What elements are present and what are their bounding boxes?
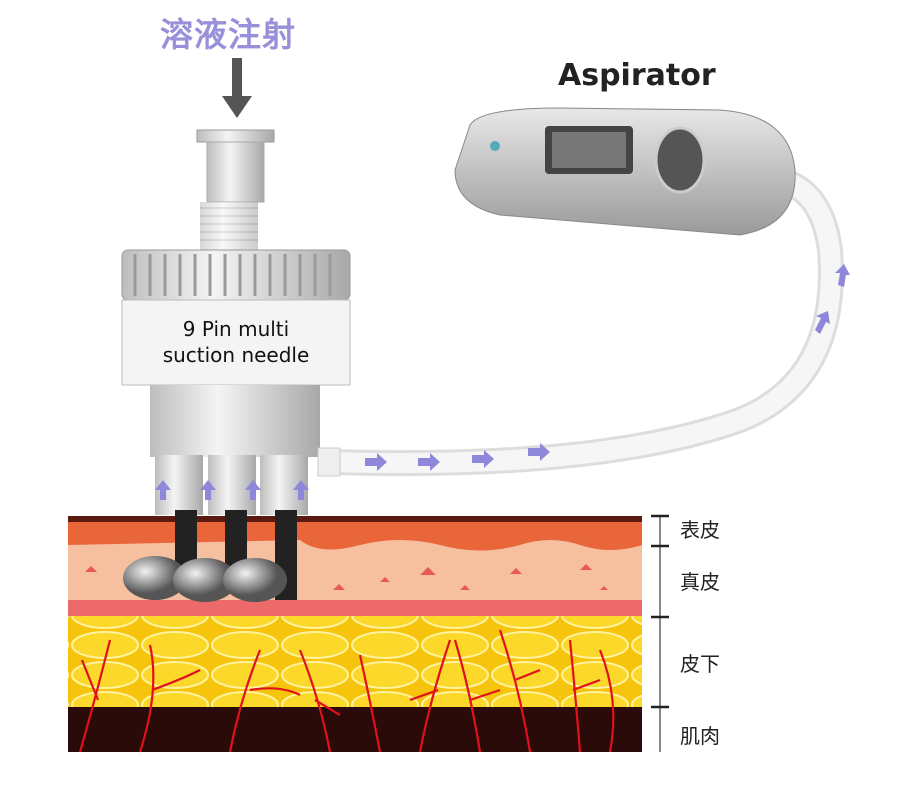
- depth-scale: [651, 514, 669, 752]
- layer-label-epidermis: 表皮: [680, 518, 720, 542]
- layer-label-subcutaneous: 皮下: [680, 652, 720, 676]
- epidermis-layer: [68, 520, 642, 551]
- label-band: [121, 299, 351, 386]
- power-indicator-icon: [490, 141, 500, 151]
- muscle-layer: [68, 705, 642, 752]
- needle-label: 9 Pin multi suction needle: [122, 316, 350, 368]
- multi-needle-device: [121, 129, 351, 602]
- solution-injection-title: 溶液注射: [160, 15, 296, 54]
- aspirator-button[interactable]: [654, 126, 706, 194]
- needle-label-line2: suction needle: [162, 343, 310, 367]
- aspirator-label: Aspirator: [558, 58, 716, 93]
- suction-up-arrows: [155, 480, 309, 500]
- dermis-cells: [85, 564, 608, 590]
- skin-cross-section: [68, 516, 642, 753]
- fat-layer: [68, 615, 642, 707]
- layer-label-dermis: 真皮: [680, 570, 720, 594]
- aspirator-device: [454, 107, 796, 236]
- flow-arrows: [365, 264, 850, 471]
- dermis-base-band: [68, 598, 642, 616]
- layer-label-muscle: 肌肉: [680, 724, 720, 748]
- blood-vessels: [78, 629, 615, 753]
- needle-tubes: [123, 455, 308, 602]
- needle-label-line1: 9 Pin multi: [182, 317, 290, 341]
- down-arrow-icon: [222, 58, 252, 118]
- stratum-corneum: [68, 516, 642, 522]
